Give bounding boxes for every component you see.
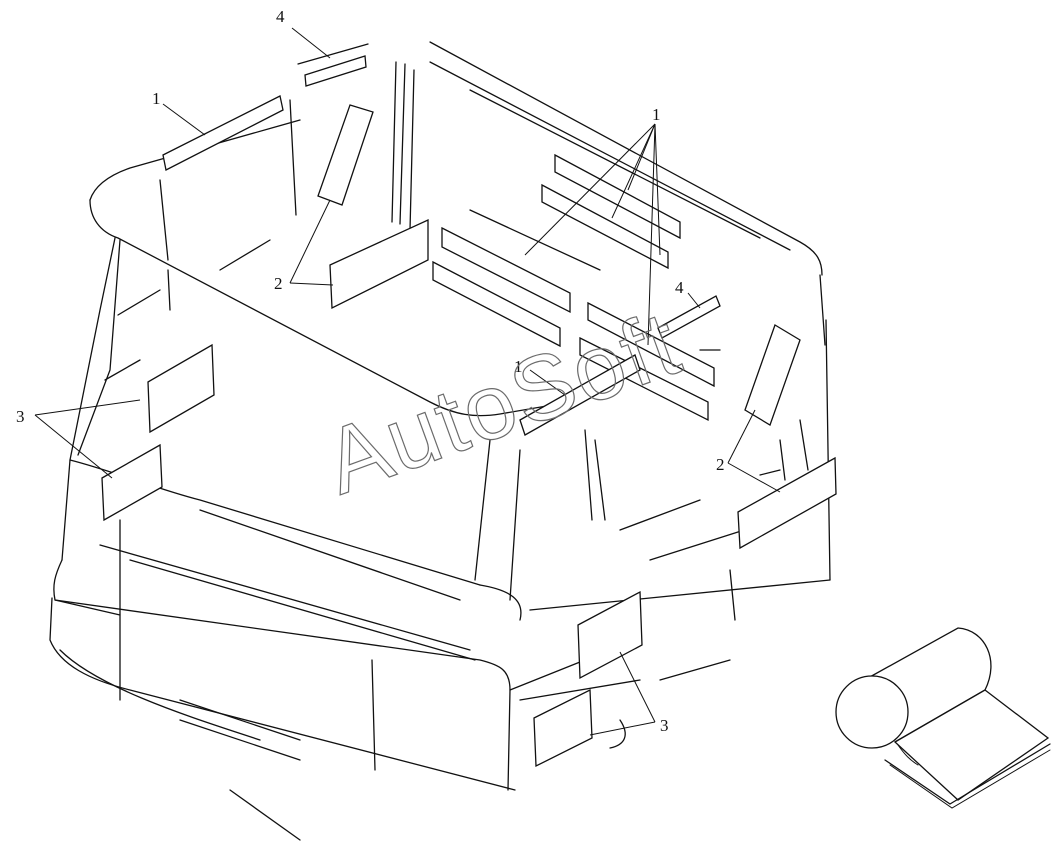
pad-rear-upper [317,104,374,206]
callout-1-front: 1 [514,357,523,376]
callout-3-front: 3 [660,716,669,735]
pad-roof-top [304,55,367,87]
callout-1-back: 1 [652,105,661,124]
pad-front-right-lower [533,688,593,768]
callout-2-door: 2 [716,455,725,474]
callout-4-top: 4 [276,7,285,26]
pad-front-strip [519,354,641,436]
callout-4-back: 4 [675,278,684,297]
pad-back-3 [441,226,571,314]
pad-dash-left-lower [101,443,163,522]
callout-labels: 4 1 1 2 4 1 3 2 3 [16,7,725,735]
pad-back-5 [587,301,715,388]
pad-back-small [657,295,721,339]
pad-door-lower [737,456,837,550]
pad-front-right-upper [577,590,643,680]
callout-3-left: 3 [16,407,25,426]
pad-rear-lower [329,218,429,310]
pad-dash-left-upper [147,343,215,434]
insulation-roll [835,627,1051,809]
callout-1-roof: 1 [152,89,161,108]
pad-door-upper [744,324,801,426]
leader-lines [34,27,781,736]
insulation-pads [101,55,837,768]
watermark: AutoSoft [312,292,694,514]
callout-2-rear: 2 [274,274,283,293]
pad-back-1 [554,153,681,240]
pad-roof-front [162,95,284,171]
pad-back-4 [432,260,561,348]
pad-back-6 [579,336,709,422]
